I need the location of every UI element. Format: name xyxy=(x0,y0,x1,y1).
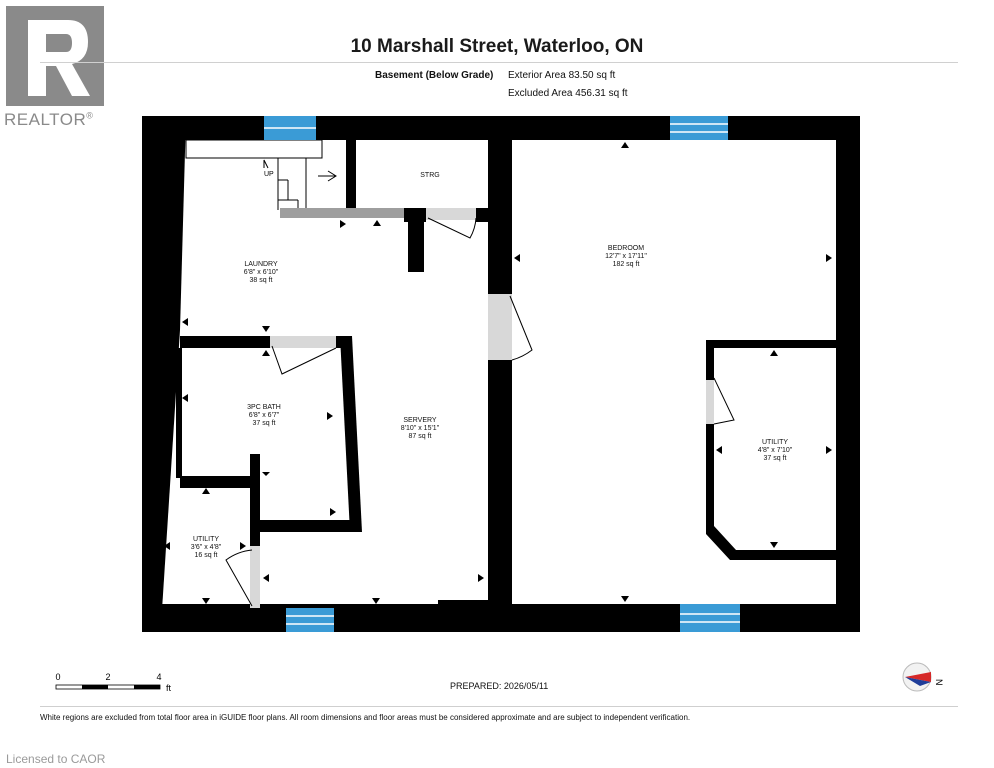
room-name-bath: 3PC BATH xyxy=(247,404,281,411)
window-bottom-right xyxy=(680,604,740,632)
room-name-utility-small: UTILITY xyxy=(193,536,219,543)
page-title: 10 Marshall Street, Waterloo, ON xyxy=(350,36,644,57)
room-name-laundry: LAUNDRY xyxy=(244,261,278,268)
realtor-wordmark: REALTOR® xyxy=(4,110,94,129)
walls xyxy=(142,116,860,632)
room-area-bedroom: 182 sq ft xyxy=(613,261,640,268)
door-strg xyxy=(426,208,477,239)
stairs-label: UP xyxy=(264,171,274,178)
prepared-date: PREPARED: 2026/05/11 xyxy=(450,681,549,691)
room-dims-bedroom: 12'7" x 17'11" xyxy=(605,253,647,260)
room-area-utility-small: 16 sq ft xyxy=(195,552,218,559)
scale-tick-2: 2 xyxy=(105,672,110,682)
north-arrow-icon: N xyxy=(902,662,944,692)
windows xyxy=(264,116,740,632)
room-area-utility-right: 37 sq ft xyxy=(764,455,787,462)
room-area-laundry: 38 sq ft xyxy=(250,277,273,284)
stair-landing xyxy=(280,208,404,218)
window-top-right xyxy=(670,116,728,140)
footer-divider xyxy=(40,706,958,707)
license-text: Licensed to CAOR xyxy=(6,752,106,766)
stair-direction-arrow-icon xyxy=(327,170,337,182)
stair-up-arrow-icon xyxy=(263,159,269,169)
exterior-area: Exterior Area 83.50 sq ft xyxy=(508,70,616,81)
room-dims-bath: 6'8" x 6'7" xyxy=(249,412,280,419)
room-area-bath: 37 sq ft xyxy=(253,420,276,427)
scale-tick-0: 0 xyxy=(55,672,60,682)
door-right-utility xyxy=(706,377,735,425)
realtor-r-logo-icon xyxy=(6,6,104,106)
header-divider xyxy=(40,62,958,63)
room-dims-laundry: 6'8" x 6'10" xyxy=(244,269,279,276)
doors xyxy=(225,208,735,608)
room-dims-utility-right: 4'8" x 7'10" xyxy=(758,447,793,454)
scale-bar: 0 2 4 ft xyxy=(55,672,171,693)
room-dims-servery: 8'10" x 15'1" xyxy=(401,425,440,432)
level-label: Basement (Below Grade) xyxy=(375,70,494,81)
room-name-bedroom: BEDROOM xyxy=(608,245,644,252)
scale-unit: ft xyxy=(166,683,172,693)
room-area-servery: 87 sq ft xyxy=(409,433,432,440)
door-bedroom xyxy=(488,294,533,361)
excluded-area: Excluded Area 456.31 sq ft xyxy=(508,88,628,99)
room-label-strg: STRG xyxy=(420,172,439,179)
window-bottom-left xyxy=(286,608,334,632)
footer-note: White regions are excluded from total fl… xyxy=(40,713,691,722)
compass-letter: N xyxy=(934,679,944,686)
room-name-servery: SERVERY xyxy=(403,417,437,424)
door-bath xyxy=(270,336,337,375)
room-labels: STRG LAUNDRY 6'8" x 6'10" 38 sq ft 3PC B… xyxy=(191,172,793,559)
scale-tick-4: 4 xyxy=(156,672,161,682)
dimension-arrows xyxy=(164,142,832,604)
room-dims-utility-small: 3'6" x 4'8" xyxy=(191,544,222,551)
room-name-utility-right: UTILITY xyxy=(762,439,788,446)
door-small-utility xyxy=(225,546,260,608)
window-top-left xyxy=(264,116,316,140)
stairs xyxy=(185,139,323,210)
